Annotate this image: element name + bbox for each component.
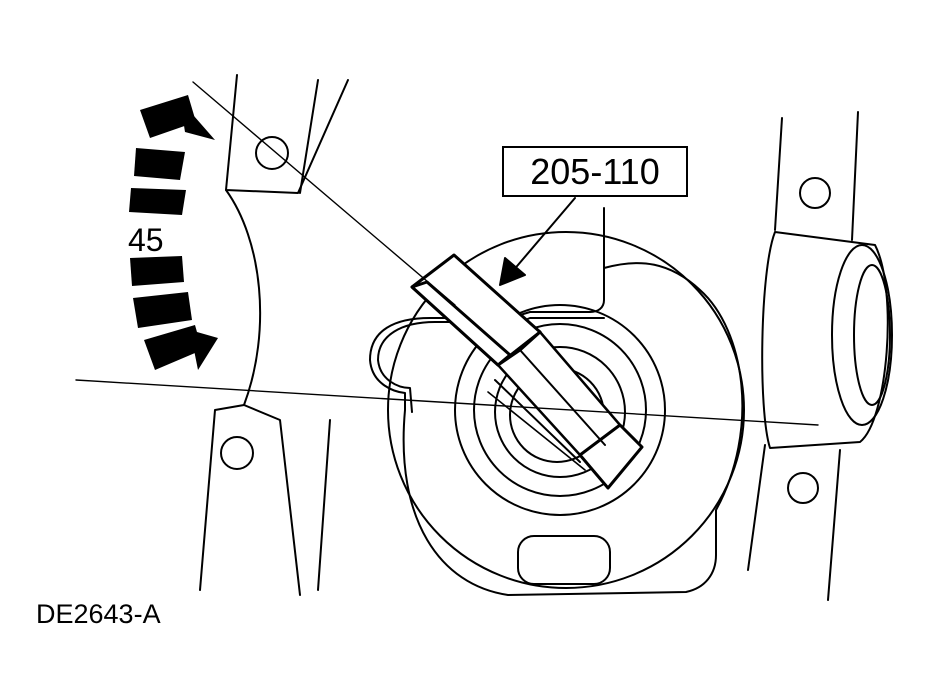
rotation-arrow bbox=[129, 95, 218, 370]
callout-leader bbox=[499, 197, 576, 286]
timing-mark-tab bbox=[517, 535, 611, 585]
tool-callout-label: 205-110 bbox=[530, 151, 659, 192]
rotation-arrowhead-bottom bbox=[190, 330, 218, 370]
rotation-arrow-segment bbox=[130, 256, 184, 286]
special-tool-205-110 bbox=[410, 253, 644, 490]
left-bracket-upper-hole bbox=[255, 136, 289, 170]
right-boss bbox=[761, 231, 889, 449]
right-bracket-upper-hole bbox=[799, 177, 831, 209]
callout-arrowhead bbox=[499, 257, 526, 286]
pulley-housing bbox=[369, 207, 745, 596]
rotation-arrow-segment bbox=[134, 148, 185, 180]
rotation-arrow-segment bbox=[133, 292, 192, 328]
right-boss-bore bbox=[831, 244, 893, 426]
figure-id-label: DE2643-A bbox=[36, 599, 161, 629]
horizontal-reference-line bbox=[75, 379, 819, 426]
rotation-arrowhead-top bbox=[180, 100, 215, 140]
angle-label: 45 bbox=[128, 222, 164, 258]
rotation-arrow-segment bbox=[144, 325, 202, 370]
tool-callout-box: 205-110 bbox=[502, 146, 688, 197]
right-bracket bbox=[747, 111, 893, 601]
reference-lines bbox=[75, 81, 819, 426]
rotation-arrow-segment bbox=[129, 188, 186, 215]
angled-reference-line bbox=[192, 81, 456, 306]
left-bracket-lower-hole bbox=[220, 436, 254, 470]
left-bracket bbox=[199, 74, 349, 596]
right-bracket-lower-hole bbox=[787, 472, 819, 504]
